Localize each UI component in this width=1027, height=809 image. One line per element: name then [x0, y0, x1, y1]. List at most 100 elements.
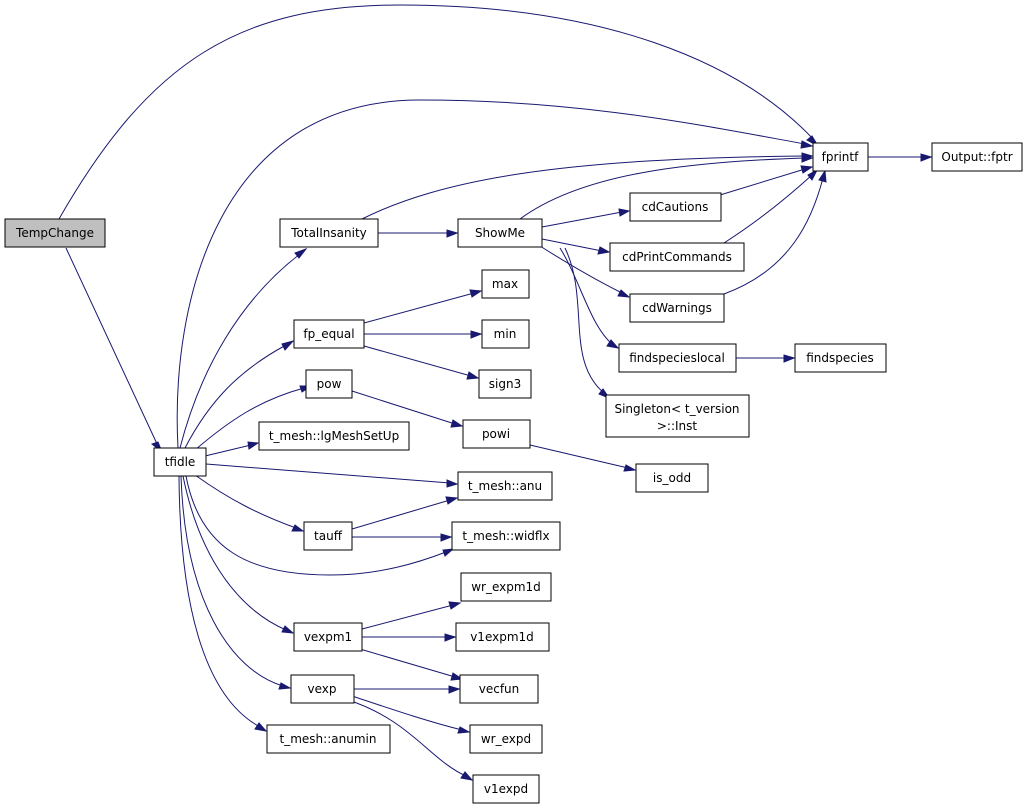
node-wr-expd[interactable]: wr_expd [469, 724, 543, 754]
node-lgmeshsetup[interactable]: t_mesh::lgMeshSetUp [258, 421, 410, 451]
node-showme[interactable]: ShowMe [457, 218, 543, 248]
node-wr-expm1d[interactable]: wr_expm1d [460, 572, 552, 602]
node-label: powi [482, 427, 510, 441]
node-sign3[interactable]: sign3 [478, 369, 532, 399]
edge-tempchange-tfidle [65, 247, 164, 454]
edge-totalinsanity-showme [378, 229, 459, 238]
node-label: is_odd [653, 471, 691, 485]
edge-tempchange-fprintf [58, 4, 820, 220]
node-label: ShowMe [475, 226, 525, 240]
edge-fpequal-max [363, 289, 483, 324]
node-anumin[interactable]: t_mesh::anumin [266, 724, 391, 754]
node-tempchange[interactable]: TempChange [4, 218, 106, 248]
edge-powi-isodd [529, 444, 637, 472]
node-v1expd[interactable]: v1expd [472, 774, 540, 804]
edge-vexp-vecfun [354, 685, 461, 694]
edge-fpequal-min [364, 330, 483, 339]
node-label: cdWarnings [642, 301, 712, 315]
node-powi[interactable]: powi [462, 419, 531, 449]
node-label: Output::fptr [941, 150, 1012, 164]
node-label: t_mesh::anu [468, 479, 542, 493]
node-label: TotalInsanity [290, 226, 367, 240]
node-label: v1expd [484, 782, 528, 796]
node-pow[interactable]: pow [305, 369, 353, 399]
node-fp-equal[interactable]: fp_equal [293, 319, 365, 349]
edge-tfidle-vexp [180, 475, 292, 690]
edge-tfidle-fpequal [184, 340, 295, 449]
node-tfidle[interactable]: tfidle [153, 447, 207, 477]
edge-fprintf-outputfptr [868, 153, 933, 162]
edge-vexp-wrexpd [351, 695, 471, 734]
node-label: tauff [314, 529, 343, 543]
edge-tfidle-vexpm1 [182, 475, 295, 634]
edge-cdcautions-fprintf [719, 165, 814, 196]
node-cdwarnings[interactable]: cdWarnings [629, 293, 725, 323]
node-label: max [492, 277, 518, 291]
node-label: cdCautions [642, 200, 709, 214]
node-label: fprintf [822, 150, 859, 164]
edge-pow-powi [351, 390, 464, 428]
edge-cdwarnings-fprintf [723, 169, 827, 295]
edge-tfidle-totalinsanity [179, 247, 308, 449]
node-findspecieslocal[interactable]: findspecieslocal [618, 343, 737, 373]
node-anu[interactable]: t_mesh::anu [457, 471, 553, 501]
node-vexp[interactable]: vexp [290, 674, 355, 704]
edge-vexpm1-vecfun [359, 648, 464, 681]
node-label: t_mesh::widflx [462, 529, 549, 543]
node-label: tfidle [165, 455, 196, 469]
edge-vexpm1-v1expm1d [362, 633, 457, 642]
node-label: vecfun [479, 682, 520, 696]
node-label: vexp [308, 682, 337, 696]
edge-tfidle-lgmeshsetup [204, 441, 260, 457]
nodes: TempChange tfidle fprintf Output::fptr T… [4, 142, 1023, 804]
node-output-fptr[interactable]: Output::fptr [931, 142, 1023, 172]
edge-tfidle-fprintf [176, 99, 814, 449]
node-label: vexpm1 [304, 630, 352, 644]
edge-tauff-anu [351, 496, 459, 530]
edges [58, 4, 933, 781]
node-vexpm1[interactable]: vexpm1 [293, 622, 363, 652]
node-tauff[interactable]: tauff [303, 521, 353, 551]
node-label: v1expm1d [470, 630, 534, 644]
edge-vexp-v1expd [347, 699, 474, 781]
node-label: t_mesh::lgMeshSetUp [269, 429, 399, 443]
node-v1expm1d[interactable]: v1expm1d [455, 622, 550, 652]
edge-tfidle-widflx [185, 475, 455, 576]
edge-findspecieslocal-findspecies [736, 354, 796, 363]
edge-showme-cdwarnings [539, 245, 631, 298]
node-max[interactable]: max [481, 269, 530, 299]
node-label: findspecieslocal [629, 351, 725, 365]
node-singleton[interactable]: Singleton< t_version >::Inst [605, 394, 750, 438]
node-cdprintcommands[interactable]: cdPrintCommands [609, 242, 745, 272]
edge-fpequal-sign3 [363, 345, 480, 380]
node-totalinsanity[interactable]: TotalInsanity [279, 218, 379, 248]
node-label: wr_expd [481, 732, 531, 746]
node-label: t_mesh::anumin [280, 732, 377, 746]
edge-tfidle-tauff [194, 474, 305, 532]
node-min[interactable]: min [481, 319, 530, 349]
edge-tfidle-anumin [178, 475, 268, 732]
node-label: wr_expm1d [471, 580, 541, 594]
node-label: pow [317, 377, 342, 391]
node-label: findspecies [806, 351, 874, 365]
node-fprintf[interactable]: fprintf [812, 142, 869, 172]
node-vecfun[interactable]: vecfun [459, 674, 539, 704]
edge-showme-fprintf [519, 154, 814, 220]
edge-showme-cdcautions [541, 208, 631, 228]
node-label: fp_equal [303, 327, 354, 341]
node-label-line2: >::Inst [657, 419, 698, 433]
edge-tauff-widflx [352, 533, 453, 542]
node-widflx[interactable]: t_mesh::widflx [451, 521, 561, 551]
edge-showme-findspecieslocal [559, 247, 620, 349]
node-label: min [494, 327, 517, 341]
edge-vexpm1-wrexpm1d [361, 601, 462, 630]
node-label: cdPrintCommands [622, 250, 732, 264]
edge-cdprintcommands-fprintf [723, 168, 819, 244]
edge-showme-cdprintcommands [541, 238, 611, 255]
node-is-odd[interactable]: is_odd [635, 463, 709, 493]
node-label: sign3 [489, 377, 521, 391]
node-cdcautions[interactable]: cdCautions [629, 192, 722, 222]
edge-tfidle-anu [205, 463, 459, 488]
node-findspecies[interactable]: findspecies [794, 343, 887, 373]
